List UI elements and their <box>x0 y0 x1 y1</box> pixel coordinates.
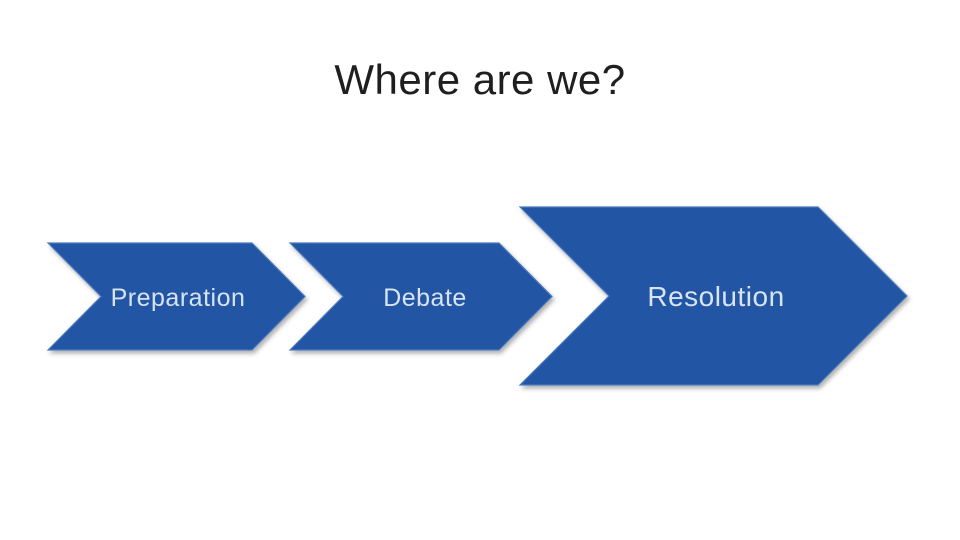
chevron-shape-preparation <box>46 242 306 351</box>
slide-title: Where are we? <box>334 56 626 103</box>
chevron-shape-resolution <box>518 206 908 386</box>
chevron-shape-debate <box>288 242 553 351</box>
chevron-label-preparation: Preparation <box>111 284 246 312</box>
chevron-label-debate: Debate <box>383 284 467 312</box>
chevron-label-resolution: Resolution <box>647 281 784 312</box>
